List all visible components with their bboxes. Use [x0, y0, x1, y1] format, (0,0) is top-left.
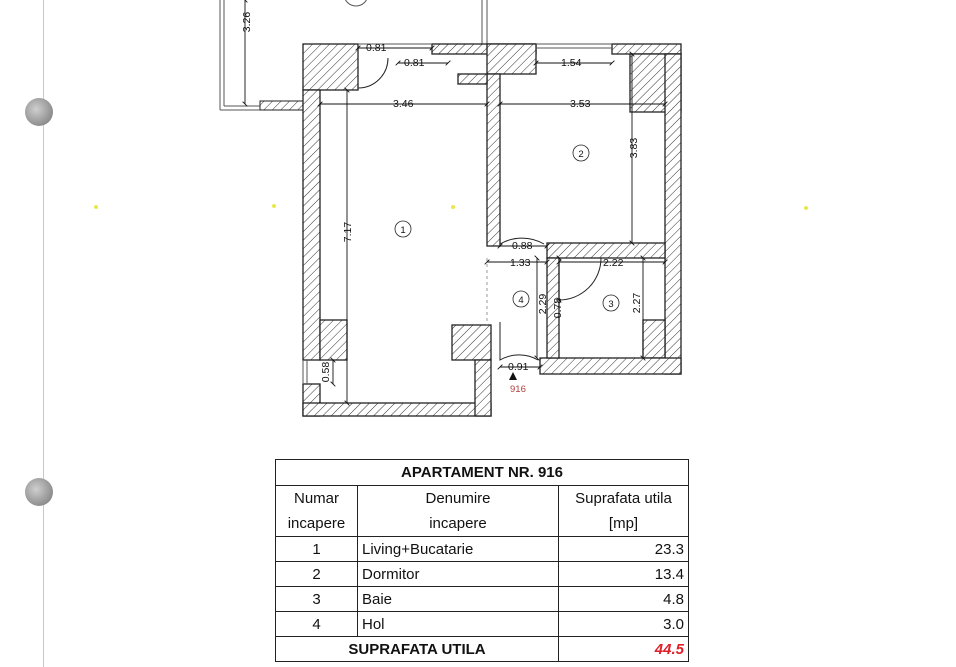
room-number-bedroom: 2 — [578, 149, 583, 160]
table-total-row: SUPRAFATA UTILA 44.5 — [275, 636, 689, 662]
dim-door-top-a: 0.81 — [366, 42, 387, 54]
row-number: 2 — [275, 561, 358, 587]
table-row: 3 Baie 4.8 — [275, 586, 689, 612]
row-number: 4 — [275, 611, 358, 637]
dim-bath-door: 0.88 — [512, 240, 533, 252]
dimension-labels: 3.26 0.81 0.81 1.54 3.46 3.53 3.83 7.17 … — [241, 12, 643, 383]
row-name: Living+Bucatarie — [357, 536, 559, 562]
header-area-line1: Suprafata utila — [575, 490, 672, 507]
header-room-name: Denumire incapere — [357, 485, 559, 537]
dim-bedroom-height: 3.83 — [628, 138, 640, 159]
dim-bath-width: 2.22 — [603, 257, 624, 269]
dim-living-height: 7.17 — [342, 222, 354, 243]
dim-balcony-height: 3.26 — [241, 12, 253, 33]
row-area: 23.3 — [558, 536, 689, 562]
table-header-row: Numar incapere Denumire incapere Suprafa… — [275, 485, 689, 537]
header-area: Suprafata utila [mp] — [558, 485, 689, 537]
page-margin-line — [43, 0, 44, 667]
dim-bath-height: 2.27 — [631, 293, 643, 314]
dimension-lines — [245, 0, 665, 403]
dim-bath-door-height: 0.78 — [552, 298, 564, 319]
dim-living-width: 3.46 — [393, 98, 414, 110]
dim-hall-width: 1.33 — [510, 257, 531, 269]
header-room-name-line1: Denumire — [425, 490, 491, 507]
room-number-living: 1 — [400, 225, 405, 236]
table-row: 2 Dormitor 13.4 — [275, 561, 689, 587]
header-room-name-line2: incapere — [429, 515, 487, 532]
punch-hole-top — [25, 98, 53, 126]
table-row: 4 Hol 3.0 — [275, 611, 689, 637]
header-room-number: Numar incapere — [275, 485, 358, 537]
room-number-hall: 4 — [518, 295, 523, 306]
table-title: APARTAMENT NR. 916 — [275, 459, 689, 486]
dim-door-top-b: 0.81 — [404, 57, 425, 69]
table-title-row: APARTAMENT NR. 916 — [275, 459, 689, 486]
room-number-bath: 3 — [608, 299, 613, 310]
entry-arrow-icon — [509, 372, 517, 380]
total-label: SUPRAFATA UTILA — [275, 636, 559, 662]
dim-window-living: 0.58 — [320, 362, 332, 383]
dim-window-bedroom: 1.54 — [561, 57, 582, 69]
dim-hall-height: 2.29 — [537, 294, 549, 315]
total-value: 44.5 — [558, 636, 689, 662]
walls — [302, 43, 682, 417]
floor-plan: 3.26 0.81 0.81 1.54 3.46 3.53 3.83 7.17 … — [94, 0, 808, 417]
header-room-number-line1: Numar — [293, 490, 339, 507]
row-name: Hol — [357, 611, 559, 637]
punch-hole-bottom — [25, 478, 53, 506]
header-room-number-line2: incapere — [287, 515, 346, 532]
scan-dots — [94, 204, 808, 210]
row-area: 3.0 — [558, 611, 689, 637]
row-number: 1 — [275, 536, 358, 562]
row-number: 3 — [275, 586, 358, 612]
table-row: 1 Living+Bucatarie 23.3 — [275, 536, 689, 562]
dim-entry-door: 0.91 — [508, 361, 529, 373]
row-name: Dormitor — [357, 561, 559, 587]
row-area: 4.8 — [558, 586, 689, 612]
room-markers — [394, 144, 620, 312]
row-name: Baie — [357, 586, 559, 612]
entry-label: 916 — [510, 384, 526, 395]
row-area: 13.4 — [558, 561, 689, 587]
area-table: APARTAMENT NR. 916 Numar incapere Denumi… — [275, 459, 689, 662]
dim-bedroom-width: 3.53 — [570, 98, 591, 110]
header-area-line2: [mp] — [608, 515, 639, 532]
